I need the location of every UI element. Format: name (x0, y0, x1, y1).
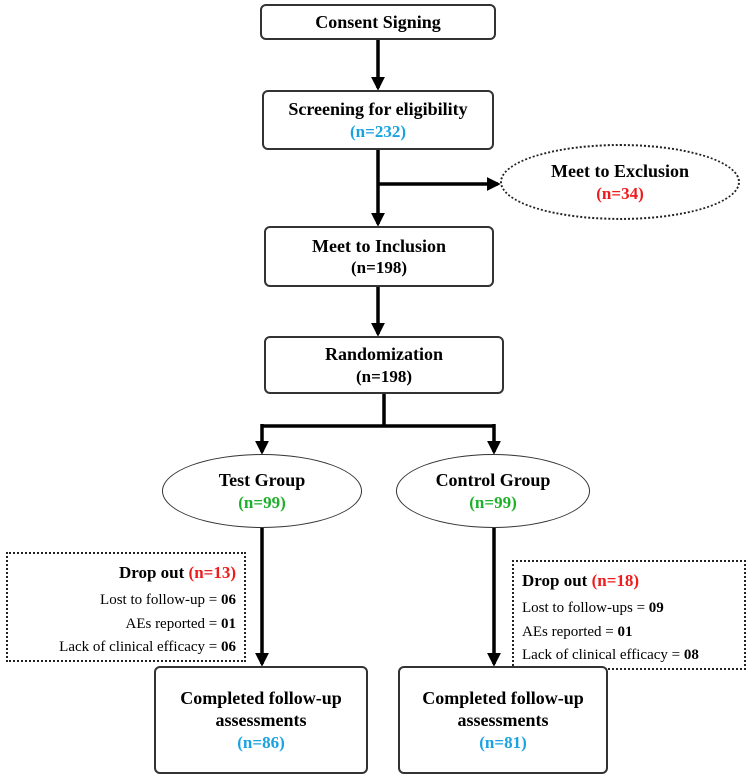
consent-signing-node: Consent Signing (260, 4, 496, 40)
control-group-count: (n=99) (469, 492, 517, 512)
randomization-count: (n=198) (356, 366, 412, 386)
control-completed-count: (n=81) (479, 732, 527, 752)
test-completed-node: Completed follow-up assessments (n=86) (154, 666, 368, 774)
test-completed-title-2: assessments (215, 710, 307, 731)
control-group-node: Control Group (n=99) (396, 454, 590, 528)
control-dropout-item-value: 09 (648, 600, 664, 617)
test-dropout-item-value: 06 (221, 638, 236, 655)
test-dropout-item-label: AEs reported = (125, 615, 221, 632)
control-dropout-item-value: 01 (617, 623, 633, 640)
test-dropout-item: AEs reported = 01 (16, 613, 236, 636)
test-dropout-box: Drop out (n=13) Lost to follow-up = 06 A… (6, 552, 246, 662)
test-dropout-header: Drop out (n=13) (16, 560, 236, 586)
control-completed-title-2: assessments (457, 710, 549, 731)
inclusion-node: Meet to Inclusion (n=198) (264, 226, 494, 287)
inclusion-count: (n=198) (351, 258, 407, 278)
control-dropout-count: (n=18) (591, 571, 640, 590)
screening-title: Screening for eligibility (288, 99, 468, 120)
control-dropout-item-label: Lost to follow-ups = (522, 600, 649, 617)
control-dropout-label: Drop out (522, 571, 588, 590)
test-group-count: (n=99) (238, 492, 286, 512)
test-dropout-item: Lost to follow-up = 06 (16, 589, 236, 612)
control-dropout-item-label: AEs reported = (522, 623, 618, 640)
test-dropout-item-value: 01 (221, 615, 236, 632)
test-completed-title-1: Completed follow-up (180, 687, 342, 708)
test-dropout-count: (n=13) (188, 563, 236, 582)
test-group-title: Test Group (218, 470, 306, 491)
control-dropout-item: Lost to follow-ups = 09 (522, 597, 736, 620)
control-dropout-item-label: Lack of clinical efficacy = (522, 646, 684, 663)
randomization-node: Randomization (n=198) (264, 336, 504, 394)
test-dropout-item-value: 06 (221, 592, 236, 609)
screening-count: (n=232) (350, 121, 406, 141)
control-completed-node: Completed follow-up assessments (n=81) (398, 666, 608, 774)
randomization-title: Randomization (324, 344, 443, 365)
test-dropout-item-label: Lack of clinical efficacy = (59, 638, 221, 655)
control-dropout-item: Lack of clinical efficacy = 08 (522, 644, 736, 667)
control-dropout-box: Drop out (n=18) Lost to follow-ups = 09 … (512, 560, 746, 670)
test-dropout-label: Drop out (118, 563, 185, 582)
test-dropout-item-label: Lost to follow-up = (100, 592, 221, 609)
inclusion-title: Meet to Inclusion (312, 235, 446, 256)
consent-title: Consent Signing (315, 11, 441, 32)
screening-node: Screening for eligibility (n=232) (262, 90, 494, 150)
test-dropout-item: Lack of clinical efficacy = 06 (16, 636, 236, 659)
control-dropout-item-value: 08 (683, 646, 699, 663)
test-group-node: Test Group (n=99) (162, 454, 362, 528)
control-group-title: Control Group (435, 470, 551, 491)
control-completed-title-1: Completed follow-up (422, 687, 584, 708)
exclusion-count: (n=34) (596, 183, 644, 203)
control-dropout-header: Drop out (n=18) (522, 568, 736, 594)
exclusion-node: Meet to Exclusion (n=34) (500, 144, 740, 220)
control-dropout-item: AEs reported = 01 (522, 621, 736, 644)
exclusion-title: Meet to Exclusion (551, 161, 689, 182)
test-completed-count: (n=86) (237, 732, 285, 752)
